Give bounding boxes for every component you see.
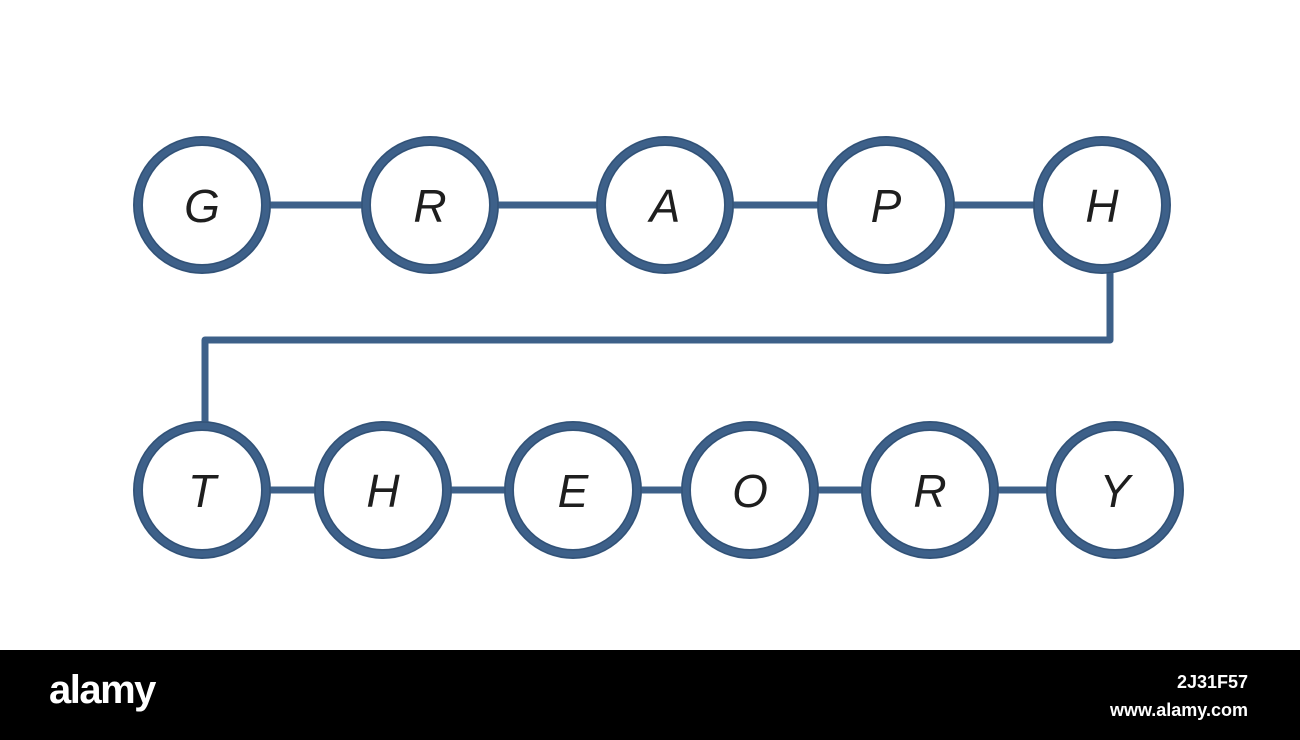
brand-logo: alamy <box>49 668 156 712</box>
node-r-row2-5: R <box>861 421 999 559</box>
node-ring-inner-shade <box>141 429 263 551</box>
node-letter: Y <box>1100 465 1134 517</box>
node-ring-inner-shade <box>604 144 726 266</box>
node-ring-inner-shade <box>1054 429 1176 551</box>
node-ring <box>504 421 642 559</box>
node-ring-outer-shade <box>1033 136 1171 274</box>
node-ring <box>1033 136 1171 274</box>
node-ring-outer-shade <box>133 136 271 274</box>
node-g-row1-1: G <box>133 136 271 274</box>
node-ring-outer-shade <box>861 421 999 559</box>
node-ring <box>1046 421 1184 559</box>
node-t-row2-1: T <box>133 421 271 559</box>
node-p-row1-4: P <box>817 136 955 274</box>
node-ring-inner-shade <box>1041 144 1163 266</box>
node-o-row2-4: O <box>681 421 819 559</box>
node-letter: E <box>558 465 590 517</box>
node-ring-inner-shade <box>512 429 634 551</box>
node-letter: H <box>366 465 400 517</box>
graph-theory-diagram: G R A P H T H E O R Y <box>133 136 1184 559</box>
node-ring <box>133 421 271 559</box>
node-ring-outer-shade <box>817 136 955 274</box>
node-ring <box>861 421 999 559</box>
edges-layer <box>201 201 1114 494</box>
node-letter: G <box>184 180 220 232</box>
row-connector-edge <box>201 267 1114 428</box>
site-url-label: www.alamy.com <box>1109 700 1248 720</box>
node-ring-outer-shade <box>314 421 452 559</box>
node-letter: T <box>188 465 219 517</box>
node-ring-outer-shade <box>1046 421 1184 559</box>
node-ring-inner-shade <box>322 429 444 551</box>
node-letter: O <box>732 465 768 517</box>
node-y-row2-6: Y <box>1046 421 1184 559</box>
node-ring <box>596 136 734 274</box>
node-ring-inner-shade <box>689 429 811 551</box>
node-letter: R <box>413 180 446 232</box>
diagram-canvas: G R A P H T H E O R Y <box>133 136 1184 559</box>
image-id-label: 2J31F57 <box>1176 672 1248 692</box>
node-a-row1-3: A <box>596 136 734 274</box>
node-h-row2-2: H <box>314 421 452 559</box>
node-letter: R <box>913 465 946 517</box>
node-h-row1-5: H <box>1033 136 1171 274</box>
node-ring-outer-shade <box>504 421 642 559</box>
node-ring <box>133 136 271 274</box>
node-letter: P <box>871 180 902 232</box>
node-ring-inner-shade <box>141 144 263 266</box>
node-ring <box>314 421 452 559</box>
node-ring <box>817 136 955 274</box>
nodes-layer: G R A P H T H E O R Y <box>133 136 1184 559</box>
node-letter: A <box>647 180 681 232</box>
node-letter: H <box>1085 180 1119 232</box>
node-ring-outer-shade <box>361 136 499 274</box>
node-ring-inner-shade <box>369 144 491 266</box>
node-ring-inner-shade <box>869 429 991 551</box>
node-ring-inner-shade <box>825 144 947 266</box>
node-ring <box>361 136 499 274</box>
watermark-footer: alamy 2J31F57 www.alamy.com <box>0 650 1300 740</box>
node-e-row2-3: E <box>504 421 642 559</box>
node-r-row1-2: R <box>361 136 499 274</box>
node-ring <box>681 421 819 559</box>
node-ring-outer-shade <box>681 421 819 559</box>
node-ring-outer-shade <box>596 136 734 274</box>
node-ring-outer-shade <box>133 421 271 559</box>
